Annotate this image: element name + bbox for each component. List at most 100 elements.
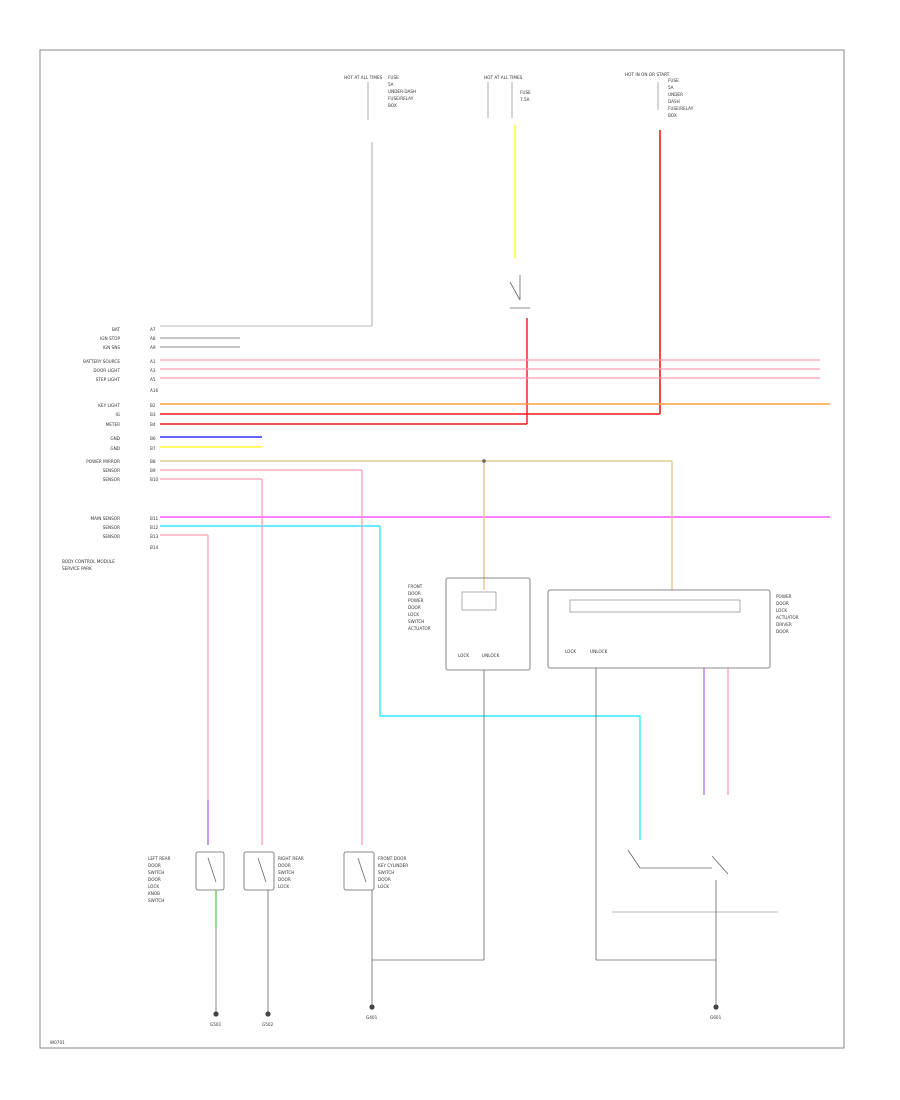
- fuse-group-left: HOT AT ALL TIMES FUSE 5A UNDER-DASH FUSE…: [160, 75, 416, 327]
- ground-label: G401: [366, 1015, 378, 1020]
- ecu-pin-code: B14: [150, 545, 159, 550]
- relay-desc: LOCK: [408, 612, 419, 617]
- switch-desc: SWITCH: [148, 898, 164, 903]
- ecu-pin-code: A7: [150, 327, 156, 332]
- switch-desc: SWITCH: [148, 870, 164, 875]
- fuse-left-title: HOT AT ALL TIMES: [344, 75, 383, 80]
- ecu-pin-code: B2: [150, 403, 156, 408]
- ecu-pin-label: SENSOR: [103, 468, 120, 473]
- switch-desc: KNOB: [148, 891, 160, 896]
- ecu-pin-label: DOOR LIGHT: [93, 368, 120, 373]
- ecu-pin-code: A9: [150, 345, 156, 350]
- relay-desc: LOCK: [776, 608, 787, 613]
- ground-label: G502: [262, 1022, 274, 1027]
- ecu-pin-code: A8: [150, 336, 156, 341]
- diagram-code: W0701: [50, 1040, 65, 1045]
- ecu-pin-label: SENSOR: [103, 525, 120, 530]
- relay-desc: ACTUATOR: [776, 615, 799, 620]
- fuse-left-note: 5A: [388, 82, 394, 87]
- ecu-pin-code: A16: [150, 388, 159, 393]
- splice-point: [482, 459, 486, 463]
- switch-desc: LOCK: [278, 884, 289, 889]
- diagram-frame: [39, 49, 845, 1049]
- switch-front-door: FRONT DOOR KEY CYLINDER SWITCH DOOR LOCK: [343, 851, 408, 891]
- ecu-pin-code: B11: [150, 516, 159, 521]
- relay-desc: FRONT: [408, 584, 423, 589]
- switch-desc: RIGHT REAR: [278, 856, 304, 861]
- fuse-middle-note: 7.5A: [520, 97, 530, 102]
- ecu-pin-code: B6: [150, 436, 156, 441]
- switch-desc: DOOR: [278, 877, 291, 882]
- ecu-pin-label: STEP LIGHT: [96, 377, 121, 382]
- ecu-pin-label: METER: [106, 422, 120, 427]
- fuse-right-note: UNDER: [668, 92, 683, 97]
- relay-desc: DOOR: [408, 591, 421, 596]
- ecu-pin-code: A5: [150, 377, 156, 382]
- ecu-pin-label: POWER MIRROR: [86, 459, 120, 464]
- ground-symbol-2: G502: [262, 1011, 274, 1027]
- ecu-pin-list: BAT A7 IGN STOP A8 IGN SNS A9 BATTERY SO…: [62, 327, 159, 571]
- ecu-pin-label: SENSOR: [103, 477, 120, 482]
- ecu-pin-label: IG: [116, 412, 120, 417]
- fuse-left-note: FUSE/RELAY: [388, 96, 414, 101]
- switch-desc: LOCK: [378, 884, 389, 889]
- ecu-pin-code: B8: [150, 459, 156, 464]
- switch-desc: LEFT REAR: [148, 856, 171, 861]
- relay-desc: DOOR: [776, 601, 789, 606]
- ground-symbol-3: G401: [366, 1004, 378, 1020]
- relay-desc: DOOR: [776, 629, 789, 634]
- relay-desc: POWER: [408, 598, 424, 603]
- ecu-label: SERVICE PARK: [62, 566, 92, 571]
- ecu-pin-code: B13: [150, 534, 159, 539]
- switch-desc: KEY CYLINDER: [378, 863, 408, 868]
- ecu-pin-label: SENSOR: [103, 534, 120, 539]
- ecu-pin-label: GND: [110, 446, 120, 451]
- ground-label: G601: [710, 1015, 722, 1020]
- fuse-right-note: FUSE/RELAY: [668, 106, 694, 111]
- relay-unlock-label: UNLOCK: [482, 653, 500, 658]
- relay-desc: DRIVER: [776, 622, 792, 627]
- lock-relay-left: LOCK UNLOCK FRONT DOOR POWER DOOR LOCK S…: [408, 577, 531, 671]
- ground-symbol-4: G601: [710, 1004, 722, 1020]
- relay-desc: POWER: [776, 594, 792, 599]
- ecu-pin-code: B12: [150, 525, 159, 530]
- switch-desc: DOOR: [278, 863, 291, 868]
- lock-relay-right: LOCK UNLOCK POWER DOOR LOCK ACTUATOR DRI…: [547, 589, 799, 669]
- fuse-group-right: HOT IN ON OR START FUSE 5A UNDER DASH FU…: [625, 72, 694, 118]
- ecu-pin-code: B7: [150, 446, 156, 451]
- fuse-left-note: UNDER-DASH: [388, 89, 416, 94]
- ecu-pin-code: B10: [150, 477, 159, 482]
- switch-desc: DOOR: [378, 877, 391, 882]
- relay-desc: DOOR: [408, 605, 421, 610]
- ecu-pin-label: BAT: [112, 327, 120, 332]
- switch-left-rear: LEFT REAR DOOR SWITCH DOOR LOCK KNOB SWI…: [148, 851, 225, 903]
- fuse-right-note: 5A: [668, 85, 674, 90]
- ecu-pin-label: GND: [110, 436, 120, 441]
- fuse-left-note: BOX: [388, 103, 397, 108]
- relay-unlock-label: UNLOCK: [590, 649, 608, 654]
- door-key-switch: [612, 849, 778, 913]
- ecu-pin-code: B3: [150, 412, 156, 417]
- fuse-middle-note: FUSE: [520, 90, 531, 95]
- relay-desc: ACTUATOR: [408, 626, 431, 631]
- switch-right-rear: RIGHT REAR DOOR SWITCH DOOR LOCK: [243, 851, 304, 891]
- ground-symbol-1: G501: [210, 1011, 222, 1027]
- ecu-pin-code: A1: [150, 359, 156, 364]
- fuse-right-title: HOT IN ON OR START: [625, 72, 670, 77]
- fuse-left-note: FUSE: [388, 75, 399, 80]
- ecu-pin-label: MAIN SENSOR: [91, 516, 121, 521]
- switch-desc: FRONT DOOR: [378, 856, 406, 861]
- switch-desc: SWITCH: [378, 870, 394, 875]
- ecu-label: BODY CONTROL MODULE: [62, 559, 115, 564]
- ecu-pin-code: B4: [150, 422, 156, 427]
- fuse-right-note: BOX: [668, 113, 677, 118]
- switch-desc: SWITCH: [278, 870, 294, 875]
- ecu-pin-label: IGN STOP: [100, 336, 120, 341]
- ecu-pin-label: BATTERY SOURCE: [83, 359, 120, 364]
- mid-feed-switch: [509, 275, 530, 309]
- fuse-right-note: DASH: [668, 99, 680, 104]
- relay-lock-label: LOCK: [565, 649, 576, 654]
- relay-lock-label: LOCK: [458, 653, 469, 658]
- ecu-pin-code: A3: [150, 368, 156, 373]
